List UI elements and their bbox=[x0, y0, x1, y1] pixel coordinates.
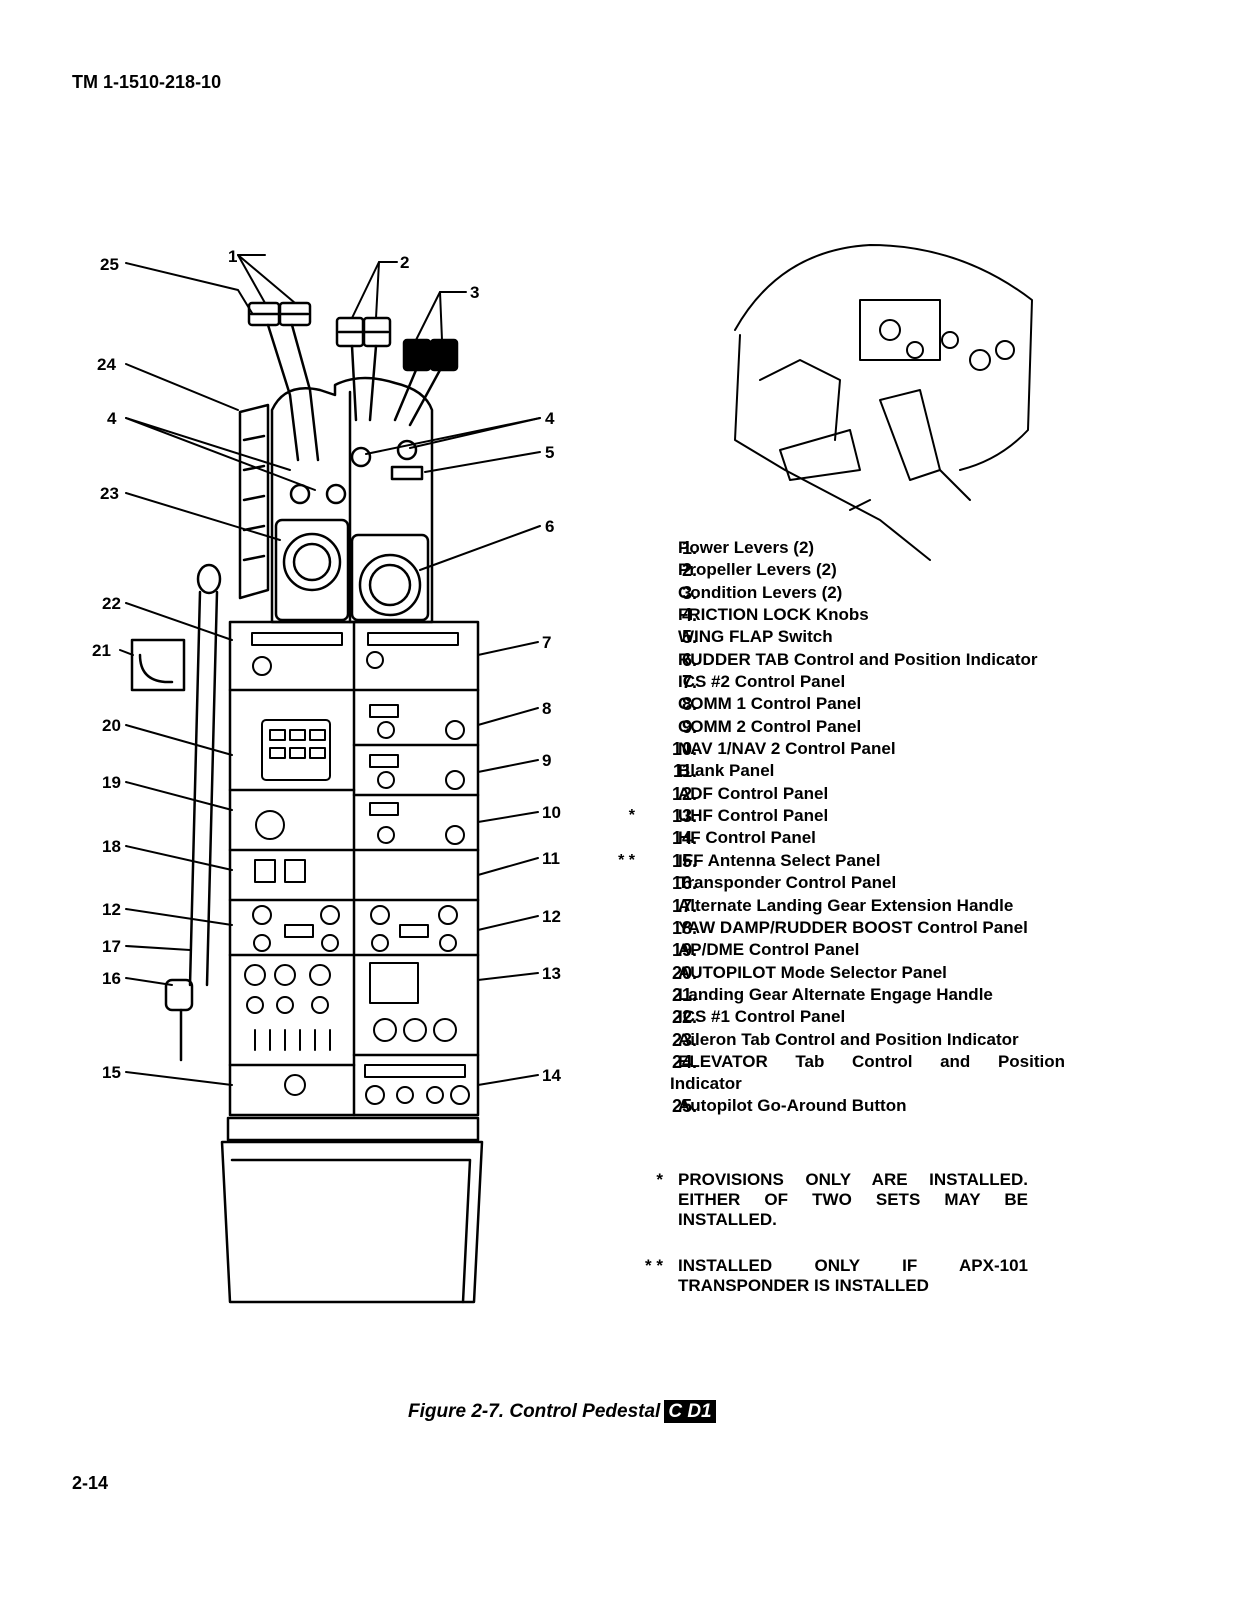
elevator-tab-wheel bbox=[238, 403, 270, 600]
stack-panel-dividers bbox=[228, 688, 480, 1067]
power-levers bbox=[247, 301, 320, 462]
legend-item: * *15.IFF Antenna Select Panel bbox=[618, 850, 881, 871]
callout-10: 10 bbox=[542, 803, 561, 822]
legend-item: 3.Condition Levers (2) bbox=[678, 582, 843, 603]
callout-16: 16 bbox=[102, 969, 121, 988]
legend-item: 21.Landing Gear Alternate Engage Handle bbox=[671, 984, 993, 1005]
callout-21: 21 bbox=[92, 641, 111, 660]
cockpit-inset bbox=[734, 244, 1033, 561]
legend-item: 6.RUDDER TAB Control and Position Indica… bbox=[678, 649, 1038, 670]
legend-item: 8.COMM 1 Control Panel bbox=[678, 694, 862, 715]
callout-13: 13 bbox=[542, 964, 561, 983]
legend-item: 18.YAW DAMP/RUDDER BOOST Control Panel bbox=[671, 917, 1028, 938]
callout-7: 7 bbox=[542, 633, 551, 652]
callout-3: 3 bbox=[470, 283, 479, 302]
pedestal-base bbox=[226, 1116, 480, 1142]
change-badge: C D1 bbox=[664, 1400, 716, 1423]
callout-20: 20 bbox=[102, 716, 121, 735]
legend-item: 14.HF Control Panel bbox=[671, 828, 816, 849]
legend-item: 23.Aileron Tab Control and Position Indi… bbox=[671, 1029, 1019, 1050]
panel-details bbox=[244, 632, 470, 1105]
callout-5: 5 bbox=[545, 443, 554, 462]
callout-12-left: 12 bbox=[102, 900, 121, 919]
condition-levers bbox=[393, 338, 459, 427]
callout-2: 2 bbox=[400, 253, 409, 272]
legend-item: 7.ICS #2 Control Panel bbox=[678, 672, 846, 693]
callout-24: 24 bbox=[97, 355, 116, 374]
legend-item: 4.FRICTION LOCK Knobs bbox=[678, 605, 869, 626]
wing-flap-switch bbox=[390, 465, 424, 481]
callout-leaders bbox=[119, 254, 541, 1086]
legend-item: 12.ADF Control Panel bbox=[671, 783, 829, 804]
legend-item: 5.WING FLAP Switch bbox=[678, 627, 833, 648]
throttle-quadrant-housing bbox=[270, 376, 434, 624]
callout-4-left: 4 bbox=[107, 409, 117, 428]
aileron-tab-wheel bbox=[274, 518, 350, 622]
landing-gear-engage-handle bbox=[130, 638, 186, 692]
callout-4-right: 4 bbox=[545, 409, 555, 428]
legend-item: 24.ELEVATOR Tab Control and Position bbox=[671, 1051, 1065, 1072]
callout-22: 22 bbox=[102, 594, 121, 613]
callout-17: 17 bbox=[102, 937, 121, 956]
callout-23: 23 bbox=[100, 484, 119, 503]
callout-8: 8 bbox=[542, 699, 551, 718]
legend-item: 20.AUTOPILOT Mode Selector Panel bbox=[671, 962, 947, 983]
callout-25: 25 bbox=[100, 255, 119, 274]
callout-14: 14 bbox=[542, 1066, 561, 1085]
callout-15: 15 bbox=[102, 1063, 121, 1082]
legend-list: 1.Power Levers (2) 2.Propeller Levers (2… bbox=[605, 537, 1075, 1118]
callout-12-right: 12 bbox=[542, 907, 561, 926]
callout-18: 18 bbox=[102, 837, 121, 856]
document-header: TM 1-1510-218-10 bbox=[72, 72, 222, 92]
legend-item: 17.Alternate Landing Gear Extension Hand… bbox=[671, 895, 1014, 916]
legend-item: 22.ICS #1 Control Panel bbox=[671, 1007, 846, 1028]
legend-item: 25.Autopilot Go-Around Button bbox=[671, 1096, 907, 1117]
callout-6: 6 bbox=[545, 517, 554, 536]
callout-1: 1 bbox=[228, 247, 237, 266]
callout-11: 11 bbox=[542, 849, 560, 868]
legend-item-continuation: Indicator bbox=[670, 1074, 742, 1094]
callout-19: 19 bbox=[102, 773, 121, 792]
legend-item: *13.UHF Control Panel bbox=[628, 806, 829, 827]
legend-item: 10.NAV 1/NAV 2 Control Panel bbox=[671, 739, 896, 760]
page-number: 2-14 bbox=[72, 1473, 109, 1493]
rudder-tab-wheel bbox=[350, 533, 430, 622]
legend-item: 19.AP/DME Control Panel bbox=[671, 940, 860, 961]
legend-item: 2.Propeller Levers (2) bbox=[678, 560, 837, 581]
legend-item: 1.Power Levers (2) bbox=[678, 538, 815, 558]
propeller-levers bbox=[335, 316, 392, 422]
legend-item: 9.COMM 2 Control Panel bbox=[678, 716, 862, 737]
legend-item: 16.Transponder Control Panel bbox=[671, 873, 897, 894]
callout-9: 9 bbox=[542, 751, 551, 770]
legend-item: 11.Blank Panel bbox=[672, 761, 775, 782]
note-provisions: * PROVISIONS ONLY ARE INSTALLED. EITHER … bbox=[656, 1170, 1028, 1229]
note-apx101: * * INSTALLED ONLY IF APX-101 TRANSPONDE… bbox=[645, 1256, 1028, 1295]
